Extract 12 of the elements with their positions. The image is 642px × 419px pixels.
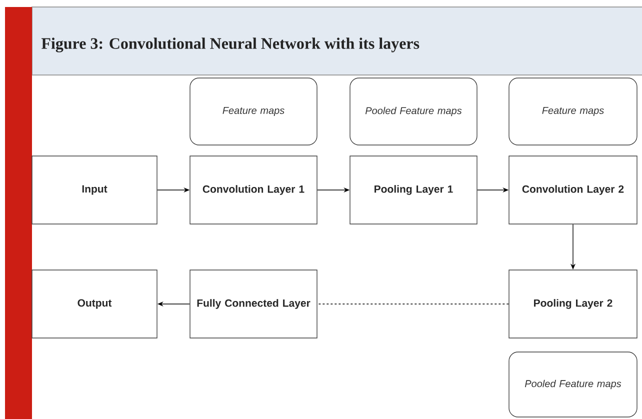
layer-box: Pooling Layer 2 [508,270,638,338]
feature-map-box: Feature maps [190,78,318,146]
feature-map-box: Feature maps [508,78,638,146]
layer-box: Input [32,156,158,224]
layer-box: Pooling Layer 1 [350,156,478,224]
layer-box: Fully Connected Layer [190,270,318,338]
feature-map-box: Pooled Feature maps [350,78,478,146]
layer-box: Convolution Layer 1 [190,156,318,224]
feature-map-box: Pooled Feature maps [508,352,638,418]
title-bar: Figure 3: Convolutional Neural Network with its layers [32,6,642,76]
layer-box: Output [32,270,158,338]
layer-box: Convolution Layer 2 [508,156,638,224]
